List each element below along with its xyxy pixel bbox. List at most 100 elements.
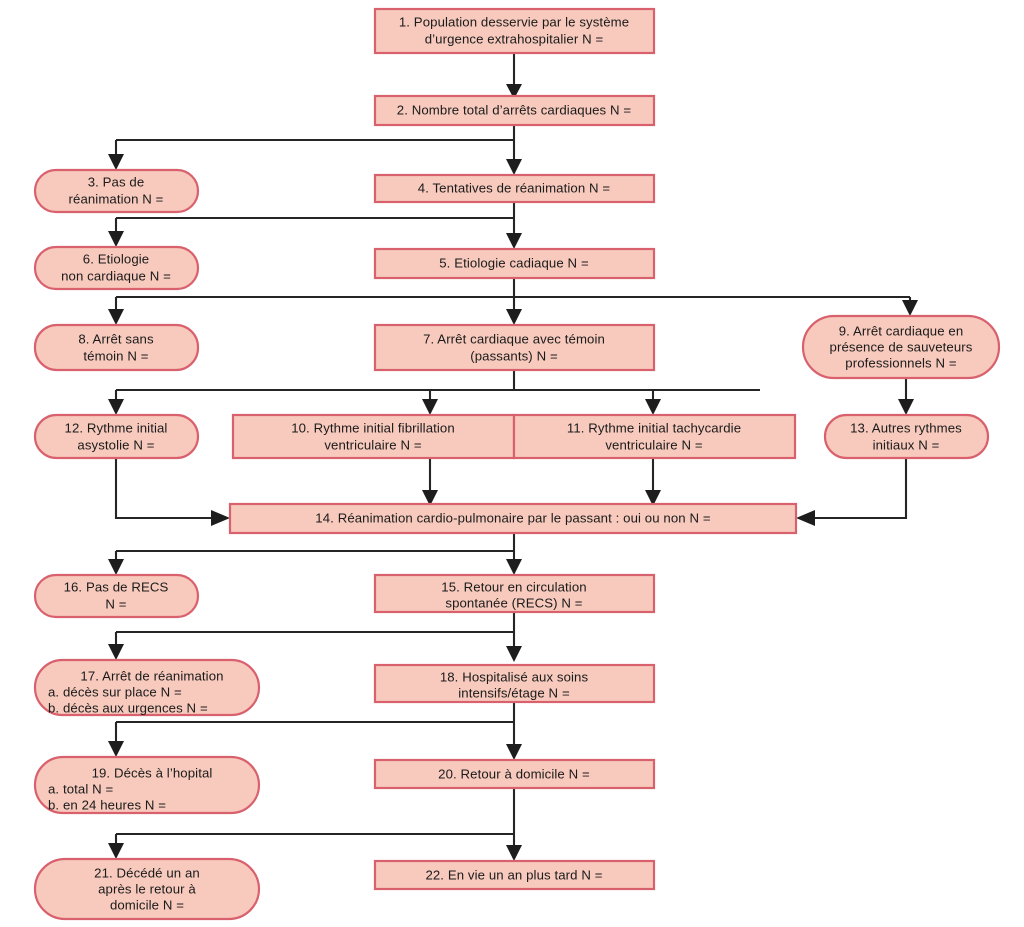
node-20-line-0: 20. Retour à domicile N = [438,766,590,781]
node-8-line-0: 8. Arrêt sans [78,331,154,346]
arrowhead-n5-n8 [108,309,124,325]
node-14-shape [228,502,798,535]
node-8-line-1: témoin N = [83,348,148,363]
node-10-line-1: ventriculaire N = [324,437,422,452]
node-12-rythme-initial-asystolie[interactable]: 12. Rythme initial asystolie N = [33,413,200,460]
node-4-tentatives-de-reanimation[interactable]: 4. Tentatives de réanimation N = [373,173,656,204]
arrowhead-n14-n16 [108,559,124,575]
node-8-shape [33,323,200,372]
node-6-line-1: non cardiaque N = [61,268,171,283]
node-9-line-0: 9. Arrêt cardiaque en [839,323,964,338]
node-2-nombre-total-arrets[interactable]: 2. Nombre total d’arrêts cardiaques N = [373,94,656,127]
node-3-shape [33,168,200,214]
node-9-line-1: présence de sauveteurs [830,339,973,354]
arrowhead-n5-n9 [902,300,918,316]
node-13-line-0: 13. Autres rythmes [850,420,962,435]
node-22-line-0: 22. En vie un an plus tard N = [425,867,602,882]
node-8-arret-sans-temoin[interactable]: 8. Arrêt sans témoin N = [33,323,200,372]
node-17-shape [33,658,261,717]
arrowhead-n18-n19 [108,741,124,757]
node-18-hospitalise-soins-intensifs[interactable]: 18. Hospitalisé aux soins intensifs/étag… [373,663,656,704]
node-19-line-0: 19. Décès à l’hopital [92,765,213,780]
node-16-pas-de-recs[interactable]: 16. Pas de RECS N = [33,573,200,619]
arrowhead-n5-n7 [506,309,522,325]
arrowhead-n2-n4 [506,159,522,175]
node-11-rythme-initial-tachycardie[interactable]: 11. Rythme initial tachycardie ventricul… [512,413,797,460]
node-1-population-desservie[interactable]: 1. Population desservie par le système d… [373,7,656,55]
node-11-line-0: 11. Rythme initial tachycardie [567,420,741,435]
node-20-retour-a-domicile[interactable]: 20. Retour à domicile N = [373,758,656,790]
node-6-etiologie-non-cardiaque[interactable]: 6. Etiologie non cardiaque N = [33,245,200,291]
node-7-arret-cardiaque-avec-temoin[interactable]: 7. Arrêt cardiaque avec témoin (passants… [373,323,656,372]
arrowhead-n2-n3 [108,154,124,170]
node-18-line-1: intensifs/étage N = [458,685,570,700]
node-2-shape [373,94,656,127]
node-6-shape [33,245,200,291]
node-9-arret-presence-sauveteurs[interactable]: 9. Arrêt cardiaque en présence de sauvet… [801,314,1001,380]
node-21-decede-un-an-apres[interactable]: 21. Décédé un an après le retour à domic… [33,857,261,921]
node-22-shape [373,859,656,891]
node-3-pas-de-reanimation[interactable]: 3. Pas de réanimation N = [33,168,200,214]
node-19-line-1: a. total N = [48,781,114,796]
node-16-line-0: 16. Pas de RECS [64,579,169,594]
node-9-line-2: professionnels N = [845,355,957,370]
node-16-shape [33,573,200,619]
arrowhead-n7-n10 [422,399,438,415]
node-12-line-1: asystolie N = [77,437,154,452]
arrowhead-n7-n12 [108,399,124,415]
node-14-rcp-par-le-passant[interactable]: 14. Réanimation cardio-pulmonaire par le… [228,502,798,535]
arrowhead-n20-n22 [506,845,522,861]
node-4-shape [373,173,656,204]
edge-n12-n14 [114,458,214,520]
node-3-line-1: réanimation N = [69,191,164,206]
node-19-line-2: b. en 24 heures N = [48,797,166,812]
arrowhead-n7-n11 [645,399,661,415]
node-22-en-vie-un-an-plus-tard[interactable]: 22. En vie un an plus tard N = [373,859,656,891]
node-10-line-0: 10. Rythme initial fibrillation [291,420,455,435]
node-21-line-1: après le retour à [98,881,196,896]
node-17-line-1: a. décès sur place N = [48,684,182,699]
node-1-shape [373,7,656,55]
node-21-line-2: domicile N = [110,897,184,912]
node-6-line-0: 6. Etiologie [83,251,149,266]
node-10-rythme-initial-fibrillation[interactable]: 10. Rythme initial fibrillation ventricu… [231,413,516,460]
node-5-etiologie-cardiaque[interactable]: 5. Etiologie cadiaque N = [373,247,656,280]
arrowhead-n14-n15 [506,559,522,575]
arrowhead-n10-n14 [422,490,438,506]
node-11-line-1: ventriculaire N = [605,437,703,452]
arrowhead-n15-n17 [108,644,124,660]
node-19-deces-a-l-hopital[interactable]: 19. Décès à l’hopital a. total N = b. en… [33,755,261,815]
node-18-line-0: 18. Hospitalisé aux soins [440,669,589,684]
node-3-line-0: 3. Pas de [88,174,145,189]
node-21-shape [33,857,261,921]
node-10-shape [231,413,516,460]
arrowhead-n11-n14 [645,490,661,506]
arrowhead-n18-n20 [506,744,522,760]
node-5-shape [373,247,656,280]
node-7-line-1: (passants) N = [470,348,558,363]
node-19-shape [33,755,261,815]
arrowhead-n20-n21 [108,843,124,859]
arrowhead-n9-n13 [898,399,914,415]
node-1-line-1: d’urgence extrahospitalier N = [425,31,604,46]
node-17-arret-de-reanimation[interactable]: 17. Arrêt de réanimation a. décès sur pl… [33,658,261,717]
node-13-autres-rythmes-initiaux[interactable]: 13. Autres rythmes initiaux N = [823,413,990,460]
node-4-line-0: 4. Tentatives de réanimation N = [418,180,611,195]
node-15-line-0: 15. Retour en circulation [441,579,586,594]
node-21-line-0: 21. Décédé un an [94,865,200,880]
node-2-line-0: 2. Nombre total d’arrêts cardiaques N = [397,102,632,117]
node-17-line-2: b. décès aux urgences N = [48,700,208,715]
arrowhead-n12-n14 [211,510,230,526]
node-16-line-1: N = [105,596,126,611]
node-12-line-0: 12. Rythme initial [65,420,168,435]
node-17-line-0: 17. Arrêt de réanimation [80,668,223,683]
node-15-retour-circulation-spontanee[interactable]: 15. Retour en circulation spontanée (REC… [373,573,656,614]
arrowhead-n15-n18 [506,646,522,662]
node-12-shape [33,413,200,460]
arrowhead-n4-n5 [506,233,522,249]
node-13-line-1: initiaux N = [873,437,940,452]
node-9-shape [801,314,1001,380]
node-15-line-1: spontanée (RECS) N = [445,595,582,610]
arrowhead-n4-n6 [108,231,124,247]
